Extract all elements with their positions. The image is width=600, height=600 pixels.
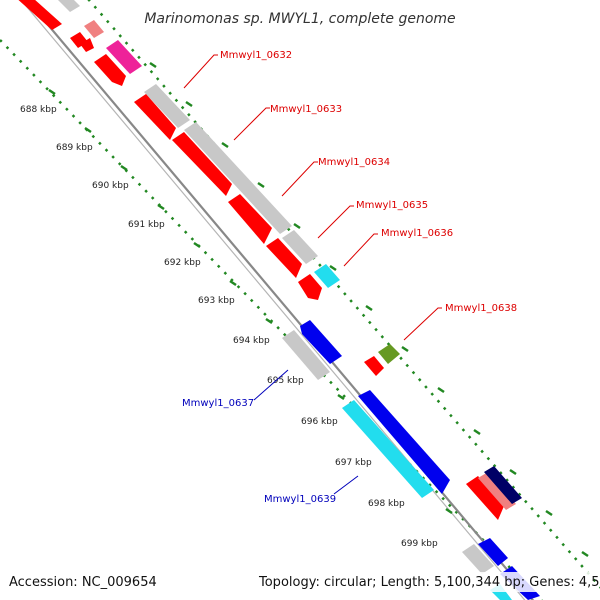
gene-bar-gray[interactable]	[52, 0, 80, 12]
gene-bar-gray[interactable]	[282, 330, 330, 380]
gene-bar-olive[interactable]	[378, 344, 400, 364]
gene-labels: Mmwyl1_0632 Mmwyl1_0633 Mmwyl1_0634 Mmwy…	[182, 50, 517, 505]
gene-arrow-red[interactable]	[266, 238, 302, 278]
accession-text: Accession: NC_009654	[9, 575, 157, 590]
tick-labels: 688 kbp 689 kbp 690 kbp 691 kbp 692 kbp …	[20, 105, 438, 549]
gene-arrow-red[interactable]	[134, 94, 176, 140]
tick-label: 695 kbp	[267, 376, 304, 386]
gene-bar-lightred[interactable]	[84, 20, 104, 38]
tick-label: 694 kbp	[233, 336, 270, 346]
gene-bar-gray[interactable]	[184, 122, 292, 234]
gene-arrow-blue[interactable]	[358, 390, 450, 494]
summary-text: Topology: circular; Length: 5,100,344 bp…	[258, 575, 600, 590]
gene-bar-gray[interactable]	[282, 230, 318, 264]
gene-arrow-red[interactable]	[94, 54, 126, 86]
tick-label: 691 kbp	[128, 220, 165, 230]
gene-label-0635[interactable]: Mmwyl1_0635	[356, 200, 428, 211]
gene-arrow-red[interactable]	[14, 0, 62, 30]
outer-tick-dashes	[149, 61, 589, 558]
gene-label-0636[interactable]: Mmwyl1_0636	[381, 228, 453, 239]
gene-label-0637[interactable]: Mmwyl1_0637	[182, 398, 254, 409]
tick-label: 693 kbp	[198, 296, 235, 306]
gene-arrow-red[interactable]	[298, 274, 322, 300]
gene-arrow-red[interactable]	[228, 194, 272, 244]
gene-arrow-red[interactable]	[466, 476, 504, 520]
gene-label-0633[interactable]: Mmwyl1_0633	[270, 104, 342, 115]
tick-label: 697 kbp	[335, 458, 372, 468]
gene-arrow-red-small[interactable]	[80, 38, 94, 52]
gene-arrow-red-small[interactable]	[364, 356, 384, 376]
gene-label-0634[interactable]: Mmwyl1_0634	[318, 157, 390, 168]
gene-bar-navy[interactable]	[484, 466, 522, 504]
gene-label-0632[interactable]: Mmwyl1_0632	[220, 50, 292, 61]
gene-bar-cyan[interactable]	[342, 400, 434, 498]
tick-label: 696 kbp	[301, 417, 338, 427]
gene-bar-gray[interactable]	[462, 544, 494, 574]
gene-bar-pink[interactable]	[106, 40, 142, 74]
gene-arrow-blue[interactable]	[478, 538, 508, 566]
tick-label: 699 kbp	[401, 539, 438, 549]
tick-label: 690 kbp	[92, 181, 129, 191]
callout-lines	[183, 54, 442, 495]
backbone-line-outer	[25, 0, 535, 600]
gene-label-0638[interactable]: Mmwyl1_0638	[445, 303, 517, 314]
summary-backdrop	[256, 572, 592, 592]
gene-arrow-red[interactable]	[172, 132, 232, 196]
gene-features-inner	[282, 320, 450, 498]
outer-dotted-ring	[87, 0, 600, 589]
tick-label: 688 kbp	[20, 105, 57, 115]
gene-label-0639[interactable]: Mmwyl1_0639	[264, 494, 336, 505]
gene-bar-gray[interactable]	[144, 84, 190, 128]
gene-features-outer	[14, 0, 540, 600]
tick-label: 692 kbp	[164, 258, 201, 268]
gene-arrow-blue[interactable]	[300, 320, 342, 364]
gene-bar-lightred[interactable]	[478, 472, 516, 510]
map-title: Marinomonas sp. MWYL1, complete genome	[144, 11, 455, 27]
tick-label: 698 kbp	[368, 499, 405, 509]
tick-label: 689 kbp	[56, 143, 93, 153]
gene-bar-cyan[interactable]	[314, 264, 340, 288]
backbone-line-inner	[20, 0, 526, 600]
